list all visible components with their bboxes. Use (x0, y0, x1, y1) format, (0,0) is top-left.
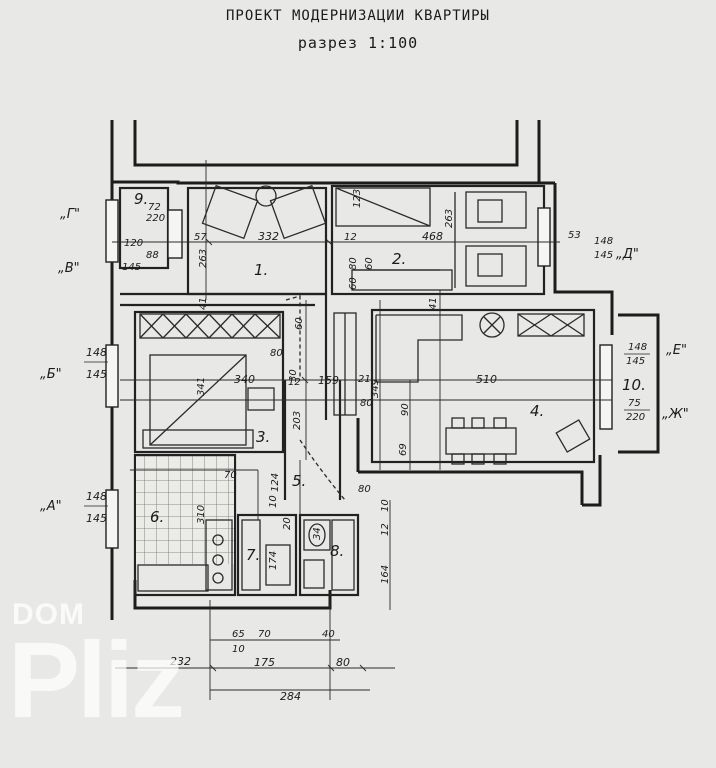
svg-text:21: 21 (358, 374, 371, 385)
window-label-e: „Е" (666, 343, 687, 358)
svg-text:124: 124 (270, 473, 281, 492)
window-label-g: „Г" (60, 207, 80, 222)
watermark-dom: DOM (12, 598, 85, 631)
window-label-d: „Д" (616, 247, 639, 262)
svg-text:80: 80 (348, 257, 359, 270)
dimension-lines (112, 160, 612, 700)
svg-text:70: 70 (224, 470, 237, 481)
watermark-pliz: Pliz (8, 619, 185, 740)
svg-text:145: 145 (86, 368, 107, 381)
svg-text:72: 72 (148, 202, 161, 213)
svg-text:41: 41 (198, 297, 209, 310)
svg-text:80: 80 (360, 398, 373, 409)
svg-text:75: 75 (628, 398, 641, 409)
svg-text:174: 174 (268, 551, 279, 570)
svg-text:349: 349 (370, 379, 381, 398)
dimension-numbers: 332 263 57 468 263 12 123 80 60 60 41 41… (170, 189, 497, 703)
svg-text:10: 10 (380, 499, 391, 512)
svg-text:12: 12 (288, 377, 301, 388)
svg-text:148: 148 (86, 346, 107, 359)
svg-text:468: 468 (422, 230, 443, 243)
room-label-4: 4. (530, 402, 544, 420)
exterior-walls (110, 120, 660, 620)
svg-text:123: 123 (352, 189, 363, 208)
svg-text:341: 341 (196, 377, 207, 396)
window-label-zh: „Ж" (662, 407, 689, 422)
room-label-3: 3. (256, 428, 270, 446)
svg-text:510: 510 (476, 373, 497, 386)
room-numbers: 1. 2. 3. 4. 5. 6. 7. 8. 9. 10. (134, 190, 646, 564)
room-label-5: 5. (292, 472, 306, 490)
svg-text:175: 175 (254, 656, 275, 669)
svg-text:159: 159 (318, 374, 339, 387)
room-label-2: 2. (392, 250, 406, 268)
svg-text:120: 120 (124, 238, 143, 249)
svg-text:340: 340 (234, 373, 255, 386)
window-label-b: „Б" (40, 367, 62, 382)
svg-text:60: 60 (364, 257, 375, 270)
svg-text:332: 332 (258, 230, 279, 243)
svg-text:80: 80 (358, 484, 371, 495)
svg-text:12: 12 (344, 232, 357, 243)
svg-text:284: 284 (280, 690, 301, 703)
svg-text:30: 30 (288, 369, 299, 382)
svg-text:12: 12 (380, 523, 391, 536)
svg-text:145: 145 (86, 512, 107, 525)
room-label-7: 7. (246, 546, 260, 564)
window-sizes: 148 145 148 145 148 145 148 145 75 220 7… (84, 202, 650, 525)
room-label-1: 1. (254, 261, 268, 279)
room-label-9: 9. (134, 190, 148, 208)
room-6-tiled-floor (136, 456, 234, 564)
svg-text:148: 148 (86, 490, 107, 503)
svg-text:60: 60 (294, 317, 305, 330)
drawing-scale: разрез 1:100 (297, 34, 419, 52)
svg-text:57: 57 (194, 232, 207, 243)
room-label-10: 10. (622, 376, 646, 394)
drawing-title: ПРОЕКТ МОДЕРНИЗАЦИИ КВАРТИРЫ (225, 8, 490, 24)
window-labels: „Г" „В" „Д" „Б" „Е" „Ж" „А" (40, 207, 689, 514)
svg-text:310: 310 (196, 505, 207, 524)
svg-text:20: 20 (282, 517, 293, 530)
svg-text:10: 10 (268, 495, 279, 508)
svg-text:80: 80 (270, 348, 283, 359)
svg-text:65: 65 (232, 629, 245, 640)
svg-text:70: 70 (258, 629, 271, 640)
svg-text:148: 148 (628, 342, 647, 353)
svg-text:90: 90 (400, 403, 411, 416)
svg-text:10: 10 (232, 644, 245, 655)
svg-text:145: 145 (122, 262, 141, 273)
svg-text:263: 263 (444, 209, 455, 228)
svg-text:148: 148 (594, 236, 613, 247)
svg-text:220: 220 (626, 412, 645, 423)
svg-text:60: 60 (348, 277, 359, 290)
svg-text:41: 41 (428, 297, 439, 310)
svg-text:34: 34 (312, 527, 323, 540)
windows (105, 199, 613, 549)
svg-text:145: 145 (626, 356, 645, 367)
svg-text:203: 203 (292, 411, 303, 430)
room-label-6: 6. (150, 508, 164, 526)
room-label-8: 8. (330, 542, 344, 560)
svg-text:145: 145 (594, 250, 613, 261)
svg-text:53: 53 (568, 230, 581, 241)
svg-text:88: 88 (146, 250, 159, 261)
svg-text:263: 263 (198, 249, 209, 268)
svg-text:80: 80 (336, 656, 350, 669)
svg-text:232: 232 (170, 655, 191, 668)
window-label-v: „В" (58, 261, 80, 276)
svg-text:220: 220 (146, 213, 165, 224)
svg-text:40: 40 (322, 629, 335, 640)
svg-text:164: 164 (380, 565, 391, 584)
svg-text:69: 69 (398, 443, 409, 456)
furniture (137, 184, 591, 592)
window-label-a: „А" (40, 499, 62, 514)
